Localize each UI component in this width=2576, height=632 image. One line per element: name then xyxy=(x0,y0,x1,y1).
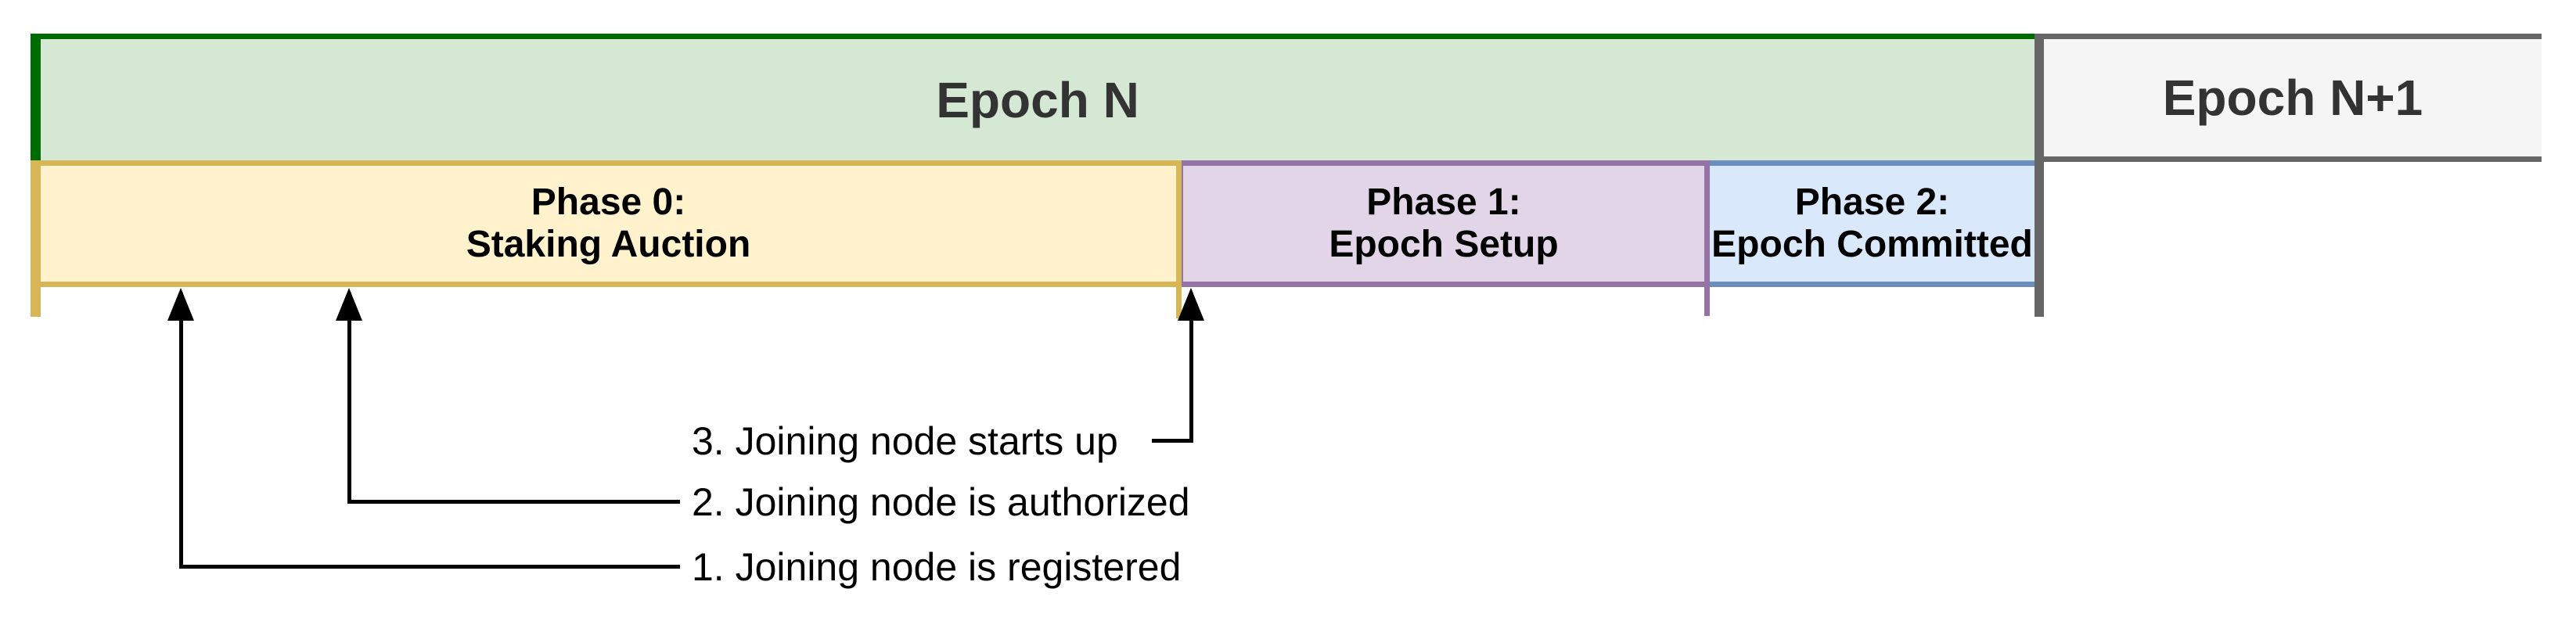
phase-2-label-line1: Phase 2: xyxy=(1794,181,1950,223)
arrow-1-vertical-line xyxy=(179,293,183,569)
phase-1-label-line1: Phase 1: xyxy=(1366,181,1521,223)
phase-1-epoch-setup-box: Phase 1: Epoch Setup xyxy=(1178,160,1710,287)
epoch-boundary-divider xyxy=(2035,34,2044,317)
phase-2-label-line2: Epoch Committed xyxy=(1711,224,2033,265)
phase-1-right-edge-tick xyxy=(1704,287,1710,316)
arrow-1-horizontal-line xyxy=(179,565,680,569)
annotation-node-starts-up: 3. Joining node starts up xyxy=(692,419,1118,463)
epoch-n1-bar: Epoch N+1 xyxy=(2044,34,2542,162)
arrow-2-horizontal-line xyxy=(347,500,680,504)
epoch-n1-label: Epoch N+1 xyxy=(2162,70,2423,126)
epoch-n-bar: Epoch N xyxy=(31,34,2035,160)
arrow-3-horizontal-line xyxy=(1152,439,1193,443)
arrow-2-vertical-line xyxy=(347,293,351,504)
phase-2-epoch-committed-box: Phase 2: Epoch Committed xyxy=(1710,160,2035,287)
phase-0-left-edge-tick xyxy=(31,287,41,317)
phase-0-label-line2: Staking Auction xyxy=(466,224,751,265)
epoch-n-label: Epoch N xyxy=(936,71,1139,128)
phase-0-staking-auction-box: Phase 0: Staking Auction xyxy=(31,160,1182,287)
arrow-3-head-icon xyxy=(1178,288,1204,321)
phase-0-label-line1: Phase 0: xyxy=(531,181,686,223)
arrow-2-head-icon xyxy=(336,288,362,321)
arrow-3-vertical-line xyxy=(1189,293,1193,443)
annotation-node-registered: 1. Joining node is registered xyxy=(692,545,1182,589)
annotation-node-authorized: 2. Joining node is authorized xyxy=(692,480,1190,524)
arrow-1-head-icon xyxy=(167,288,194,321)
phase-1-label-line2: Epoch Setup xyxy=(1329,224,1559,265)
